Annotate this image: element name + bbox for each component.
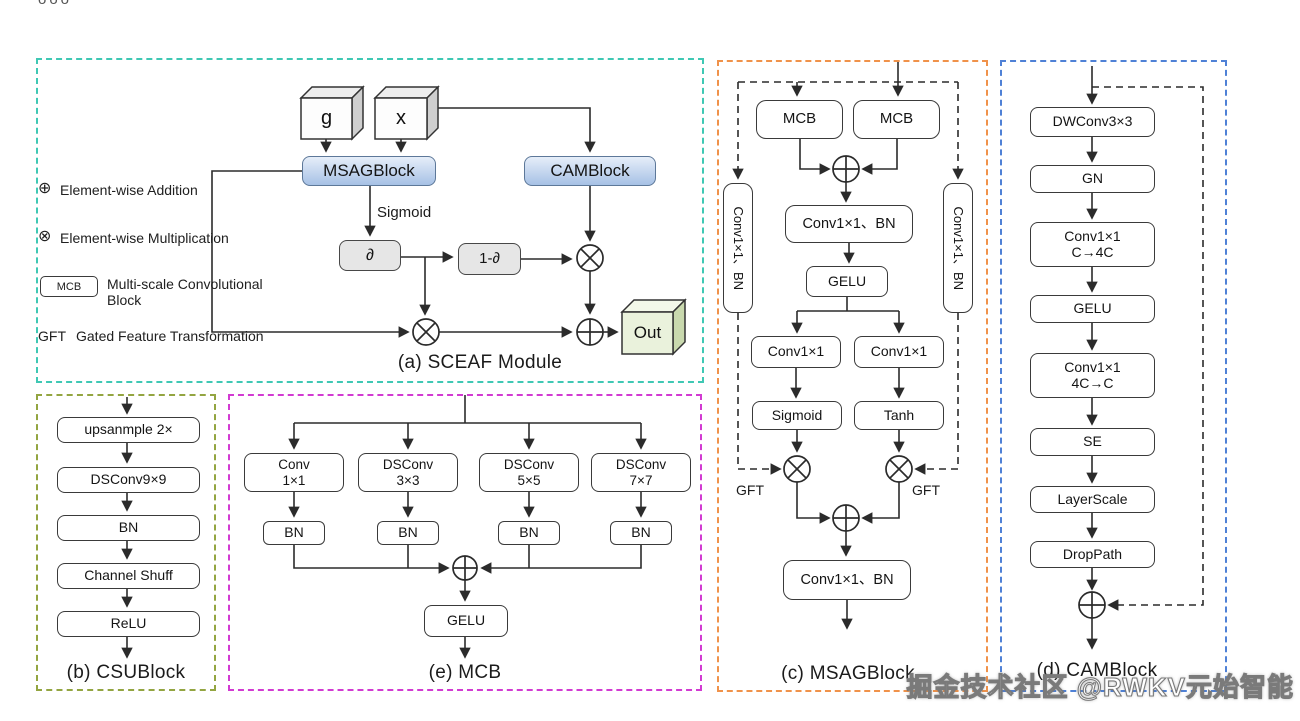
camblock-node: CAMBlock xyxy=(524,156,656,186)
legend-gft: GFT Gated Feature Transformation xyxy=(38,328,264,344)
mcb-add-node xyxy=(452,555,478,581)
sceaf-add-node xyxy=(576,318,604,346)
out-label: Out xyxy=(633,323,662,342)
input-cube-x xyxy=(373,85,440,141)
panel-camblock xyxy=(1000,60,1227,692)
msag-side-conv-left-label: Conv1×1、BN xyxy=(731,206,747,290)
msag-conv-bn-mid: Conv1×1、BN xyxy=(785,205,913,243)
cam-dwconv-node: DWConv3×3 xyxy=(1030,107,1155,137)
msag-side-conv-right-label: Conv1×1、BN xyxy=(951,206,967,290)
mcb-branch-dsconv3x3: DSConv 3×3 xyxy=(358,453,458,492)
caption-sceaf: (a) SCEAF Module xyxy=(397,352,563,373)
msag-side-conv-right: Conv1×1、BN xyxy=(943,183,973,313)
cam-gelu-node: GELU xyxy=(1030,295,1155,323)
sigmoid-edge-label: Sigmoid xyxy=(377,204,432,221)
msag-add-node-top xyxy=(832,155,860,183)
legend-multiply: ⊗ Element-wise Multiplication xyxy=(38,228,229,247)
panel-csublock xyxy=(36,394,216,691)
caption-cam: (d) CAMBlock xyxy=(1036,660,1158,681)
input-cube-g xyxy=(299,85,365,141)
cam-layerscale-node: LayerScale xyxy=(1030,486,1155,513)
sceaf-multiply-node-left xyxy=(412,318,440,346)
msag-multiply-node-left xyxy=(783,455,811,483)
output-cube xyxy=(620,298,687,356)
caption-msag: (c) MSAGBlock xyxy=(781,663,915,684)
watermark: 掘金技术社区 @RWKV元始智能 xyxy=(906,671,1294,702)
mcb-bn-1: BN xyxy=(263,521,325,545)
one-minus-alpha-node: 1-∂ xyxy=(458,243,521,275)
cam-add-node xyxy=(1078,591,1106,619)
msag-mcb-left: MCB xyxy=(756,100,843,139)
alpha-node: ∂ xyxy=(339,240,401,271)
mcb-gelu-node: GELU xyxy=(424,605,508,637)
cam-droppath-node: DropPath xyxy=(1030,541,1155,568)
gft-label-left: GFT xyxy=(736,482,764,498)
mcb-connectors xyxy=(288,395,647,659)
legend-gft-label: Gated Feature Transformation xyxy=(76,328,264,344)
cam-conv-reduce-node: Conv1×1 4C→C xyxy=(1030,353,1155,398)
mcb-branch-conv1x1: Conv 1×1 xyxy=(244,453,344,492)
caption-csu: (b) CSUBlock xyxy=(66,662,186,683)
clipped-text-fragment: ooo xyxy=(38,0,72,8)
legend-add: ⊕ Element-wise Addition xyxy=(38,180,198,199)
cam-gn-node: GN xyxy=(1030,165,1155,193)
mcb-branch-dsconv7x7: DSConv 7×7 xyxy=(591,453,691,492)
mcb-chip-icon: MCB xyxy=(40,276,98,297)
msag-tanh-node: Tanh xyxy=(854,401,944,430)
legend-mcb-label: Multi-scale Convolutional Block xyxy=(107,276,263,309)
cam-conv-expand-node: Conv1×1 C→4C xyxy=(1030,222,1155,267)
legend-add-label: Element-wise Addition xyxy=(60,182,198,198)
legend-mcb: MCB Multi-scale Convolutional Block xyxy=(40,276,263,308)
sceaf-connectors xyxy=(211,107,619,338)
msag-multiply-node-right xyxy=(885,455,913,483)
msag-conv-left: Conv1×1 xyxy=(751,336,841,368)
msagblock-node: MSAGBlock xyxy=(302,156,436,186)
add-symbol-icon: ⊕ xyxy=(38,180,52,197)
input-x-label: x xyxy=(396,107,406,129)
mcb-bn-3: BN xyxy=(498,521,560,545)
msag-add-node-bottom xyxy=(832,504,860,532)
input-g-label: g xyxy=(320,107,333,129)
csu-bn-node: BN xyxy=(57,515,200,541)
cam-connectors xyxy=(1086,66,1204,650)
csu-dsconv-node: DSConv9×9 xyxy=(57,467,200,493)
mcb-branch-dsconv5x5: DSConv 5×5 xyxy=(479,453,579,492)
msag-conv-bn-out: Conv1×1、BN xyxy=(783,560,911,600)
msag-gelu-node: GELU xyxy=(806,266,888,297)
gft-label-right: GFT xyxy=(912,482,940,498)
mcb-bn-2: BN xyxy=(377,521,439,545)
cam-se-node: SE xyxy=(1030,428,1155,456)
msag-sigmoid-node: Sigmoid xyxy=(752,401,842,430)
msag-connectors xyxy=(732,62,964,630)
msag-side-conv-left: Conv1×1、BN xyxy=(723,183,753,313)
csu-relu-node: ReLU xyxy=(57,611,200,637)
csu-upsample-node: upsanmple 2× xyxy=(57,417,200,443)
caption-mcb: (e) MCB xyxy=(428,662,502,683)
panel-msagblock xyxy=(717,60,988,692)
msag-conv-right: Conv1×1 xyxy=(854,336,944,368)
gft-symbol: GFT xyxy=(38,328,66,344)
sceaf-multiply-node-right xyxy=(576,244,604,272)
multiply-symbol-icon: ⊗ xyxy=(38,228,52,245)
csu-channel-shuffle-node: Channel Shuff xyxy=(57,563,200,589)
panel-sceaf-module xyxy=(36,58,704,383)
legend-multiply-label: Element-wise Multiplication xyxy=(60,230,229,246)
msag-mcb-right: MCB xyxy=(853,100,940,139)
mcb-bn-4: BN xyxy=(610,521,672,545)
